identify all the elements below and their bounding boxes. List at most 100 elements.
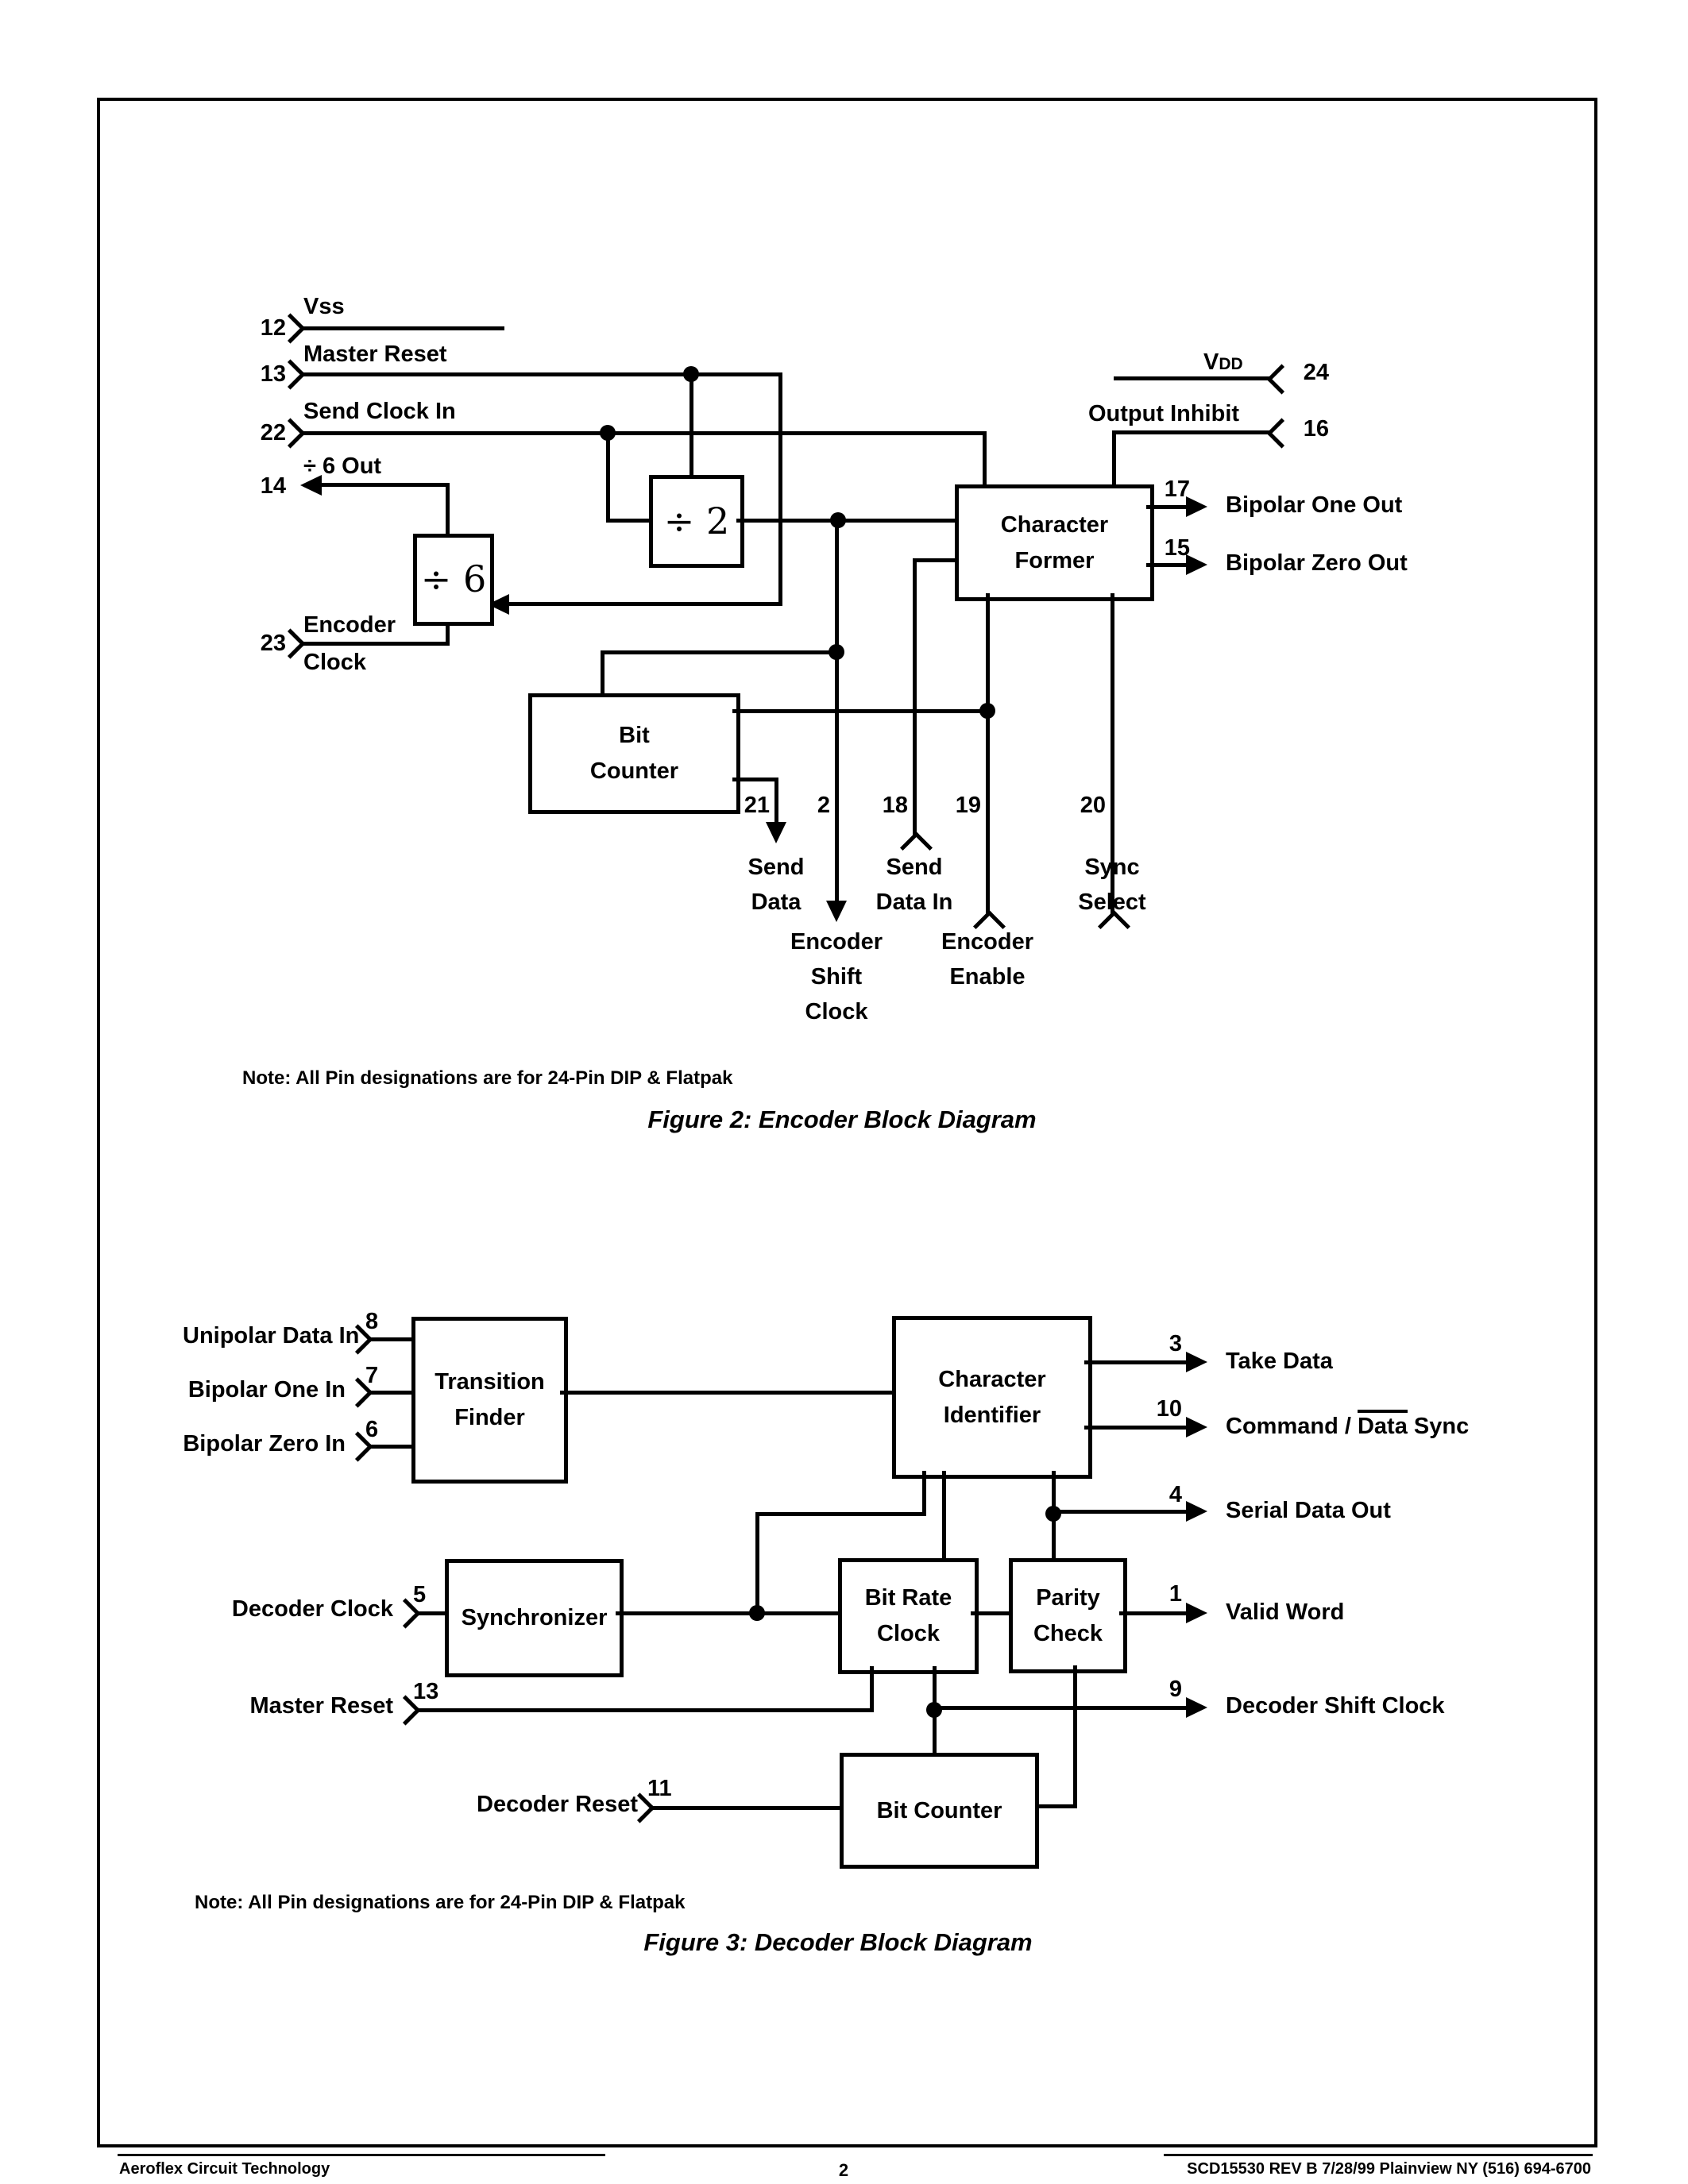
label-take-data: Take Data [1226,1349,1333,1374]
encoder-note: Note: All Pin designations are for 24-Pi… [242,1067,733,1089]
pin-label-master-reset: Master Reset [303,341,447,367]
parity-check-label-2: Check [1033,1620,1103,1646]
label-bipolar-one-out: Bipolar One Out [1226,492,1403,518]
transition-finder-box: Transition Finder [411,1317,568,1484]
label-encoder-enable-1: Encoder [941,929,1034,955]
wire-master-reset-decoder [416,1708,874,1712]
label-valid-word: Valid Word [1226,1599,1345,1625]
wire-bit-counter-out [732,709,991,713]
label-send-data-1: Send [747,855,805,880]
wire-ci-to-brc [942,1471,946,1558]
pin-label-encoder: Encoder [303,612,396,638]
wire-decoder-reset [651,1806,840,1810]
pin-number-22: 22 [260,420,286,446]
wire-master-reset-to-brc [870,1666,874,1712]
label-sync-select-2: Select [1078,889,1146,915]
pin-number-4: 4 [1168,1482,1182,1507]
wire-ci-feedback [755,1512,926,1516]
footer-company: Aeroflex Circuit Technology [119,2160,330,2178]
wire-parity-to-bit-counter [1073,1665,1077,1808]
pin-label-clock: Clock [303,650,366,675]
wire-command-data-sync [1084,1426,1188,1430]
wire-encoder-clock [302,642,450,646]
wire-div6-out [318,483,450,487]
wire-unipolar-data-in [369,1337,413,1341]
page-border [97,98,1597,2147]
arrowhead-encoder-shift-clock [826,901,847,922]
wire-parity-bc-step [1031,1804,1077,1808]
junction-dot [749,1605,765,1621]
label-send-data-2: Data [751,889,802,915]
arrowhead-serial-data-out [1186,1501,1207,1522]
pin-number-1: 1 [1168,1581,1182,1607]
div6-box: ÷ 6 [413,534,494,626]
character-identifier-box: Character Identifier [892,1316,1092,1479]
pin-label-decoder-clock: Decoder Clock [231,1596,393,1622]
parity-check-box: Parity Check [1009,1558,1127,1673]
label-encoder-shift-1: Encoder [790,929,883,955]
character-former-box: Character Former [955,484,1154,601]
arrowhead-send-data [766,822,786,843]
wire-tf-to-ci [560,1391,892,1395]
pin-number-17: 17 [1164,477,1190,502]
pin-label-vss: Vss [303,294,345,319]
pin-label-bipolar-one-in: Bipolar One In [187,1377,346,1403]
label-encoder-shift-2: Shift [810,964,863,990]
wire-take-data [1084,1360,1188,1364]
junction-dot [1045,1506,1061,1522]
overline-data: Data [1357,1410,1408,1439]
synchronizer-box: Synchronizer [445,1559,624,1677]
arrowhead-bipolar-zero-out [1186,554,1207,575]
pin-number-19: 19 [955,793,981,818]
wire-send-data-in-to-cf [914,558,955,562]
bit-rate-clock-label-1: Bit Rate [864,1585,952,1611]
wire-master-reset [302,372,782,376]
pin-label-output-inhibit: Output Inhibit [1088,401,1240,426]
character-former-label-2: Former [1014,547,1095,573]
wire-encoder-enable [986,593,990,915]
wire-output-inhibit [1114,430,1269,434]
wire-bipolar-zero-in [369,1445,413,1449]
wire-bipolar-one-out [1146,505,1188,509]
pin-number-20: 20 [1080,793,1106,818]
figure2-caption: Figure 2: Encoder Block Diagram [647,1106,1037,1133]
div6-label: ÷ 6 [420,558,487,601]
pin-number-12: 12 [260,315,286,341]
wire-send-clock-in [302,431,987,435]
arrowhead-command-data-sync [1186,1417,1207,1437]
wire-send-data [774,778,778,825]
wire-valid-word [1119,1611,1188,1615]
pin-label-unipolar-data-in: Unipolar Data In [183,1323,360,1349]
bit-rate-clock-box: Bit Rate Clock [838,1558,979,1674]
wire-master-reset-to-div6 [508,602,782,606]
wire-send-data-step [732,778,778,781]
arrowhead-bipolar-one-out [1186,496,1207,517]
character-identifier-label-1: Character [938,1366,1046,1392]
parity-check-label-1: Parity [1036,1584,1100,1611]
pin-number-7: 7 [365,1363,379,1388]
label-sync-select-1: Sync [1084,855,1140,880]
pin-label-decoder-reset: Decoder Reset [477,1792,639,1817]
div2-box: ÷ 2 [649,475,744,568]
pin-number-13-decoder: 13 [413,1679,439,1704]
label-serial-data-out: Serial Data Out [1226,1498,1391,1523]
wire-output-inhibit-riser [1112,430,1116,486]
pin-number-24: 24 [1303,360,1329,385]
character-former-label-1: Character [1000,511,1109,538]
pin-number-2: 2 [817,793,830,818]
wire-vdd [1114,376,1269,380]
div2-label: ÷ 2 [663,499,730,542]
pin-label-master-reset-decoder: Master Reset [249,1693,393,1719]
footer-doc-id: SCD15530 REV B 7/28/99 Plainview NY (516… [1187,2160,1591,2178]
bit-counter-label-2: Counter [589,758,679,784]
wire-to-div2-left [606,519,651,523]
bit-counter-label-1: Bit [619,723,650,749]
label-encoder-enable-2: Enable [949,964,1026,990]
wire-master-reset-down [778,372,782,606]
pin-number-11: 11 [647,1776,672,1801]
label-command-data-sync: Command / Data Sync [1226,1410,1469,1439]
pin-number-16: 16 [1303,416,1329,442]
wire-master-reset-to-div2 [689,372,693,475]
footer-page-number: 2 [838,2160,849,2180]
